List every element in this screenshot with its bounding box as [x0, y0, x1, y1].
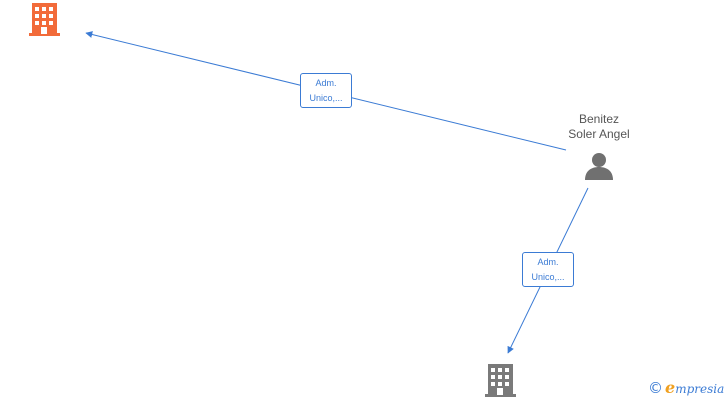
edge-label-top[interactable]: Adm. Unico,... — [300, 73, 352, 108]
company-bottom-building-icon[interactable] — [485, 364, 516, 397]
edge-label-bottom[interactable]: Adm. Unico,... — [522, 252, 574, 287]
edge-label-top-line2: Unico,... — [309, 93, 343, 103]
brand-initial: e — [665, 378, 676, 397]
edge-label-bottom-line1: Adm. — [537, 257, 559, 267]
edge-label-top-line1: Adm. — [315, 78, 337, 88]
edge-label-bottom-line2: Unico,... — [531, 272, 565, 282]
person-name-label: Benitez Soler Angel — [557, 112, 641, 142]
person-icon[interactable] — [585, 153, 613, 180]
empresia-logo[interactable]: ©empresia — [648, 378, 724, 400]
company-top-building-icon[interactable] — [29, 3, 60, 36]
person-name-line1: Benitez — [578, 112, 620, 126]
person-name-line2: Soler Angel — [568, 127, 630, 141]
copyright-icon: © — [648, 379, 663, 397]
brand-name: mpresia — [675, 382, 725, 396]
